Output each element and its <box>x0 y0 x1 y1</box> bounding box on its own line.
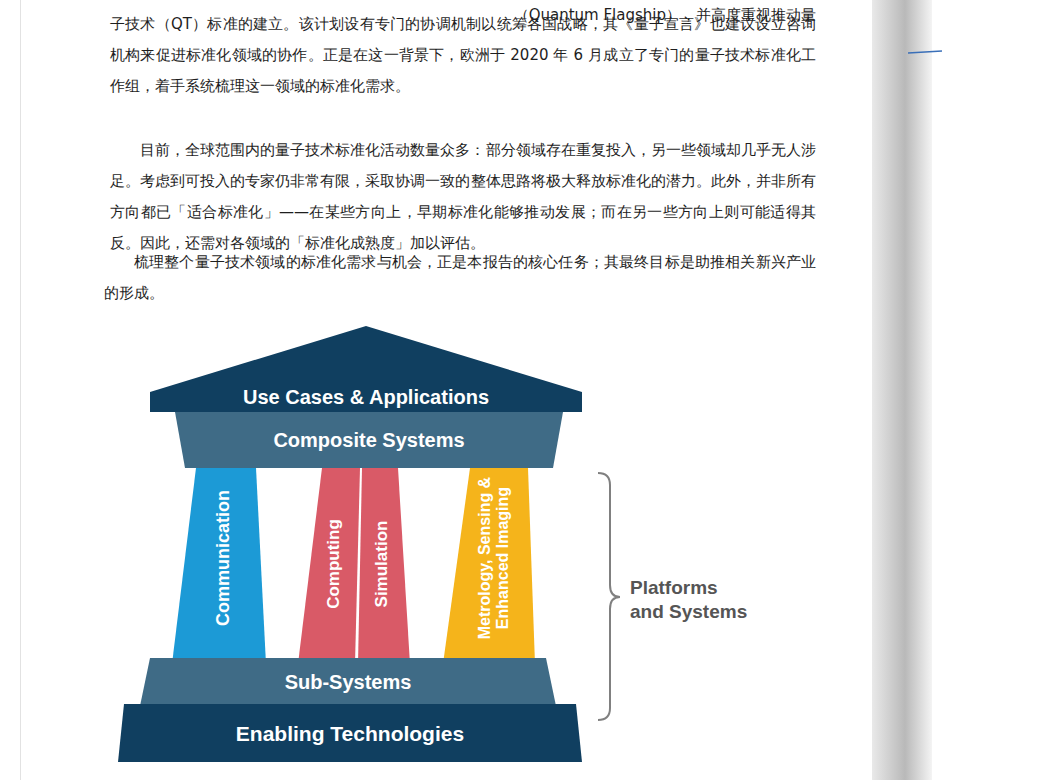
node-label: Metrology, Sensing & Enhanced Imaging <box>476 469 511 647</box>
shape-fill <box>443 468 535 664</box>
shape-fill <box>140 658 556 706</box>
node-label: Composite Systems <box>273 429 464 451</box>
pillar: Simulation <box>356 468 412 664</box>
base-band: Enabling Technologies <box>118 704 582 762</box>
roof-band: Use Cases & Applications <box>150 326 582 412</box>
shape-fill <box>298 468 360 664</box>
subsystem-band: Sub-Systems <box>140 658 556 706</box>
side-label: Platforms and Systems <box>630 576 752 624</box>
pillar: Communication <box>172 468 266 664</box>
composite-band: Composite Systems <box>175 412 563 468</box>
shape-fill <box>150 326 582 412</box>
shape-fill <box>175 412 563 468</box>
pillar: Computing <box>297 468 361 664</box>
node-label: Computing <box>325 519 344 609</box>
bracket <box>598 473 620 720</box>
page-shadow <box>872 0 932 780</box>
shape-fill <box>358 468 410 664</box>
pillar: Metrology, Sensing & Enhanced Imaging <box>442 468 536 664</box>
paragraph: 目前，全球范围内的量子技术标准化活动数量众多：部分领域存在重复投入，另一些领域却… <box>110 135 816 259</box>
shape-fill <box>118 704 582 762</box>
node-label: Communication <box>214 490 234 626</box>
node-label: Enabling Technologies <box>236 722 464 745</box>
node-label: Simulation <box>373 521 392 608</box>
node-label: Use Cases & Applications <box>243 386 489 408</box>
shape-fill <box>172 468 266 664</box>
node-label: Sub-Systems <box>285 671 412 693</box>
paragraph: 子技术（QT）标准的建立。该计划设有专门的协调机制以统筹各国战略，其《量子宣言》… <box>110 9 816 102</box>
paragraph: 梳理整个量子技术领域的标准化需求与机会，正是本报告的核心任务；其最终目标是助推相… <box>104 247 816 309</box>
margin-mark <box>908 51 942 53</box>
